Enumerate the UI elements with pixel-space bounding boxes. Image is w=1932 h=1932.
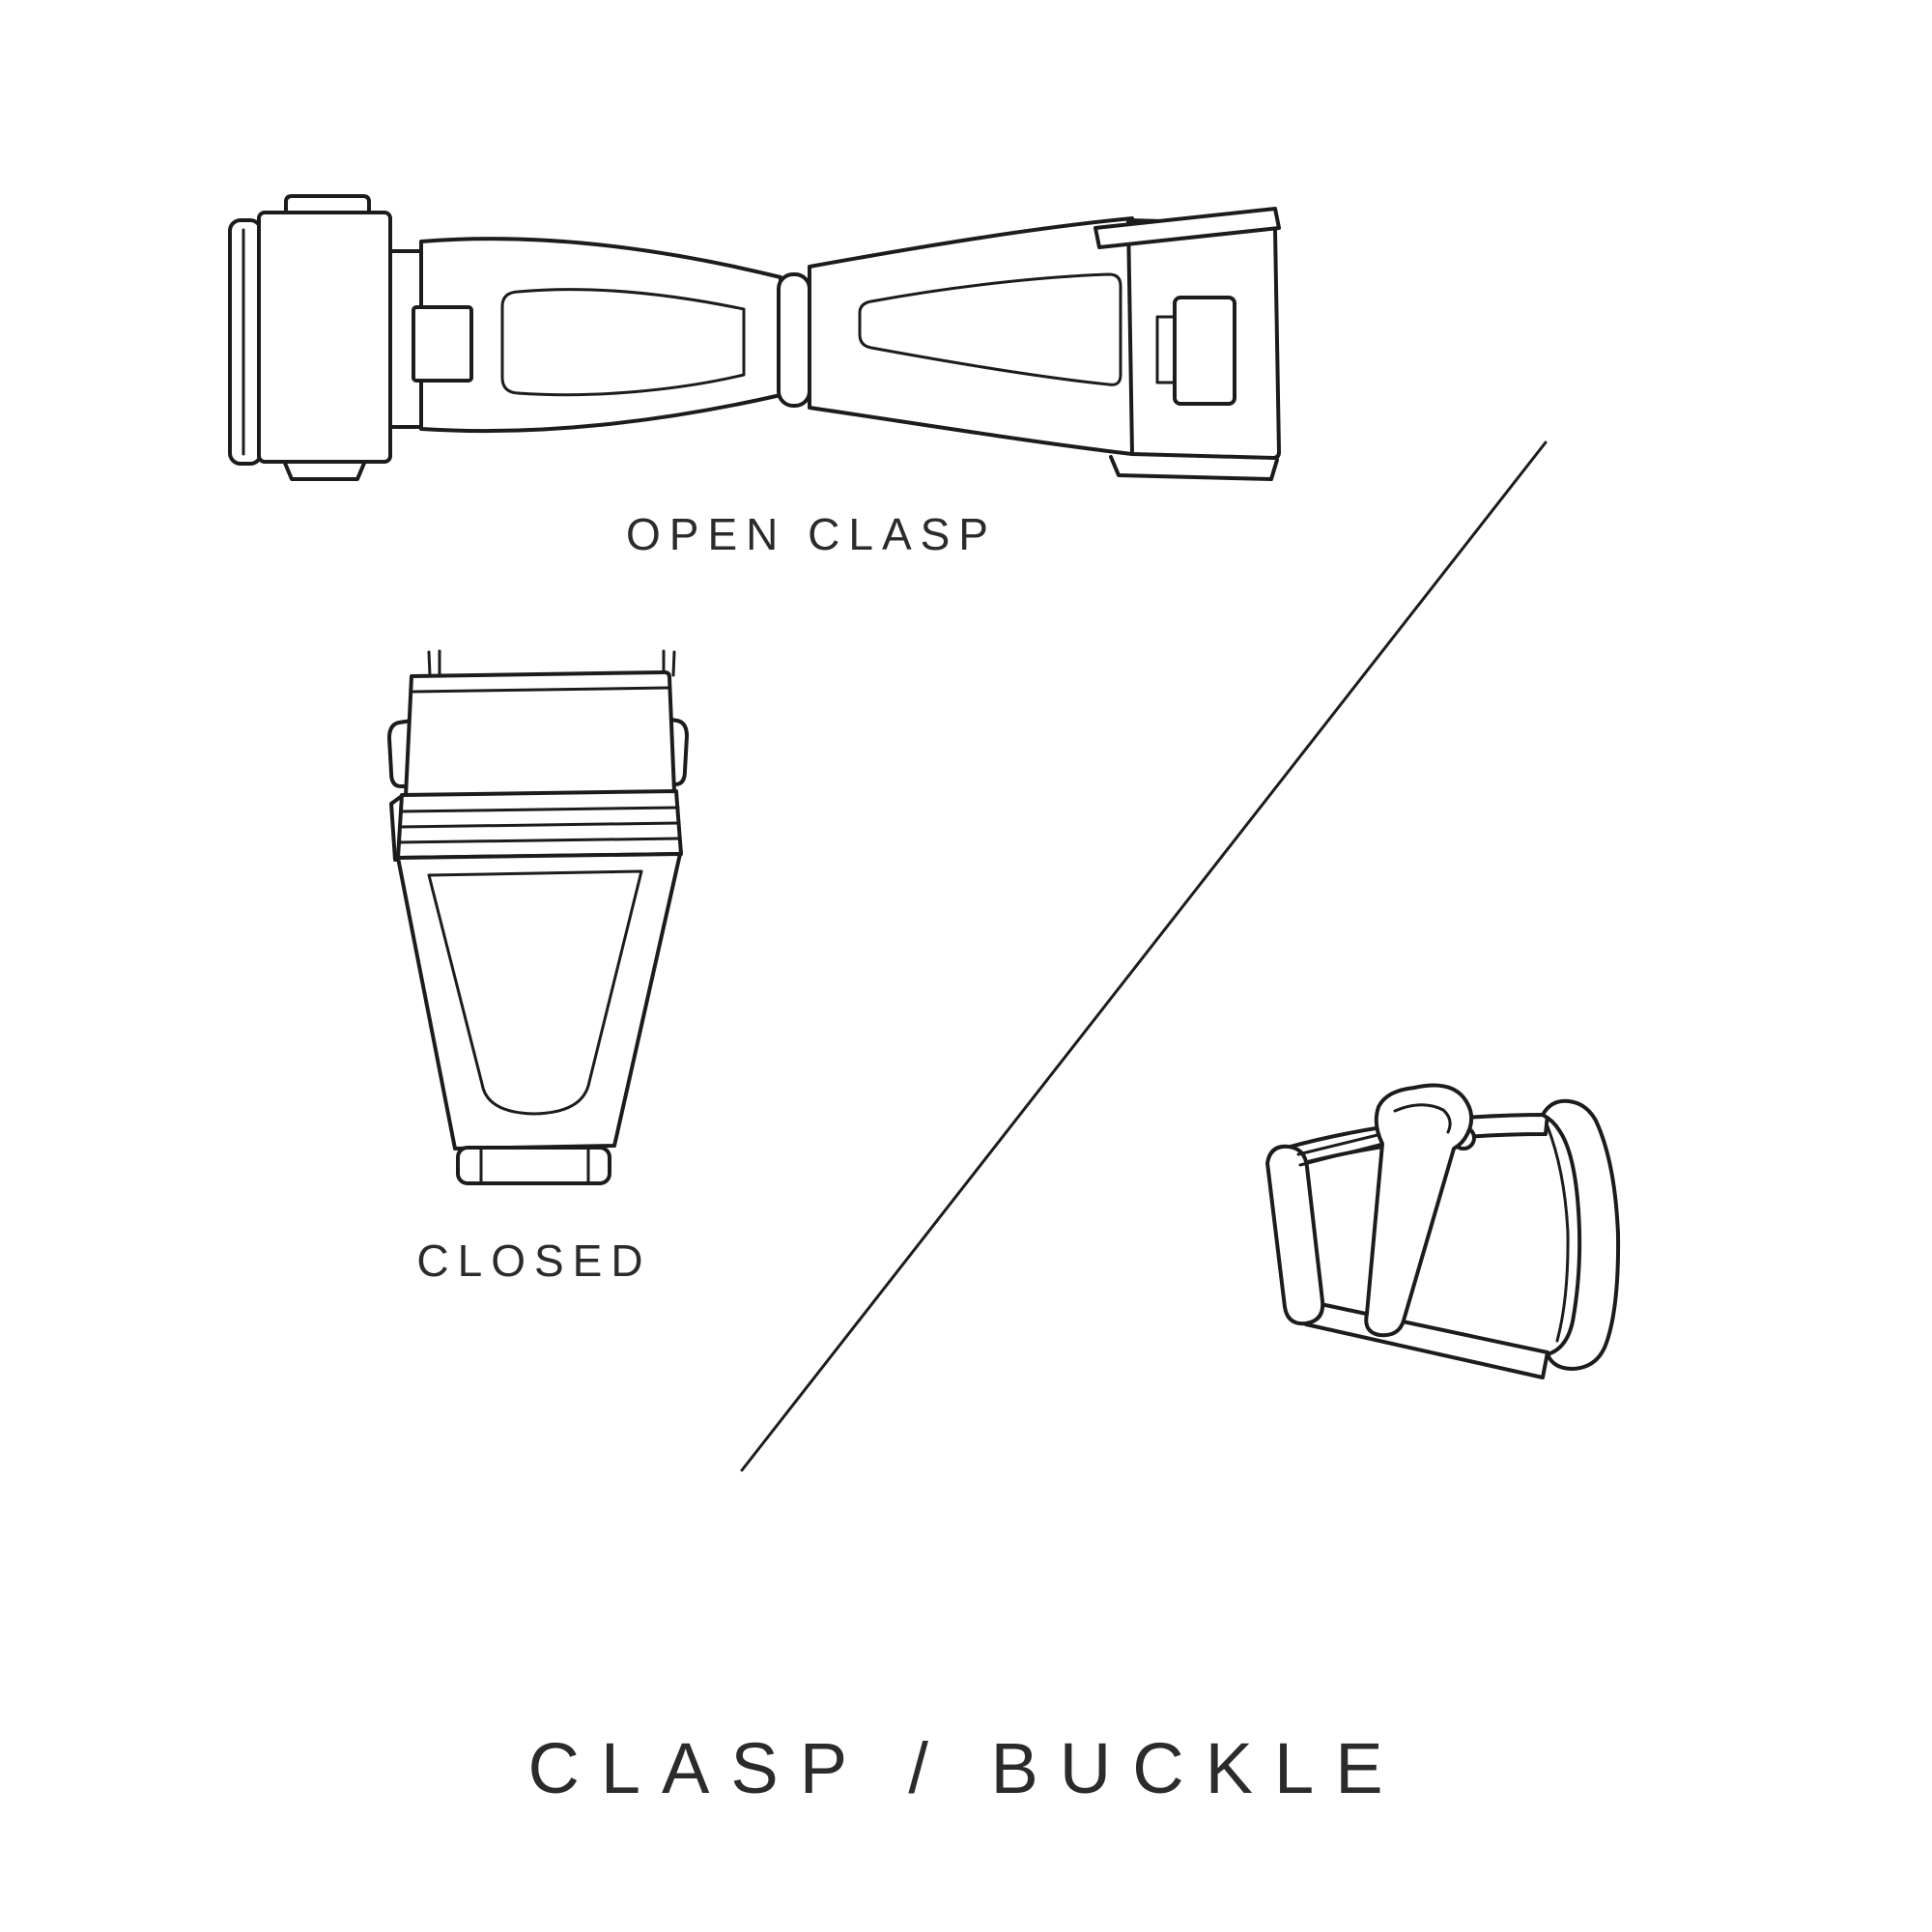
closed-clasp-label: CLOSED	[416, 1236, 652, 1286]
closed-clasp-prongs	[427, 649, 676, 677]
diagram-title: CLASP / BUCKLE	[527, 1728, 1405, 1808]
buckle-left-bar	[1265, 1144, 1325, 1326]
open-clasp-left-half	[228, 194, 782, 481]
buckle-bottom-bar	[1304, 1300, 1549, 1379]
open-clasp-hinge	[777, 272, 811, 408]
buckle-right-plate	[1541, 1098, 1621, 1371]
buckle-tongue	[1364, 1083, 1474, 1338]
buckle-pin-axle	[1296, 1131, 1387, 1167]
closed-clasp-icon	[387, 649, 689, 1185]
buckle-icon	[1265, 1083, 1621, 1379]
open-clasp-right-half	[808, 207, 1281, 481]
open-clasp-label: OPEN CLASP	[626, 509, 997, 559]
open-clasp-icon	[228, 194, 1281, 481]
closed-clasp-body	[396, 852, 682, 1151]
